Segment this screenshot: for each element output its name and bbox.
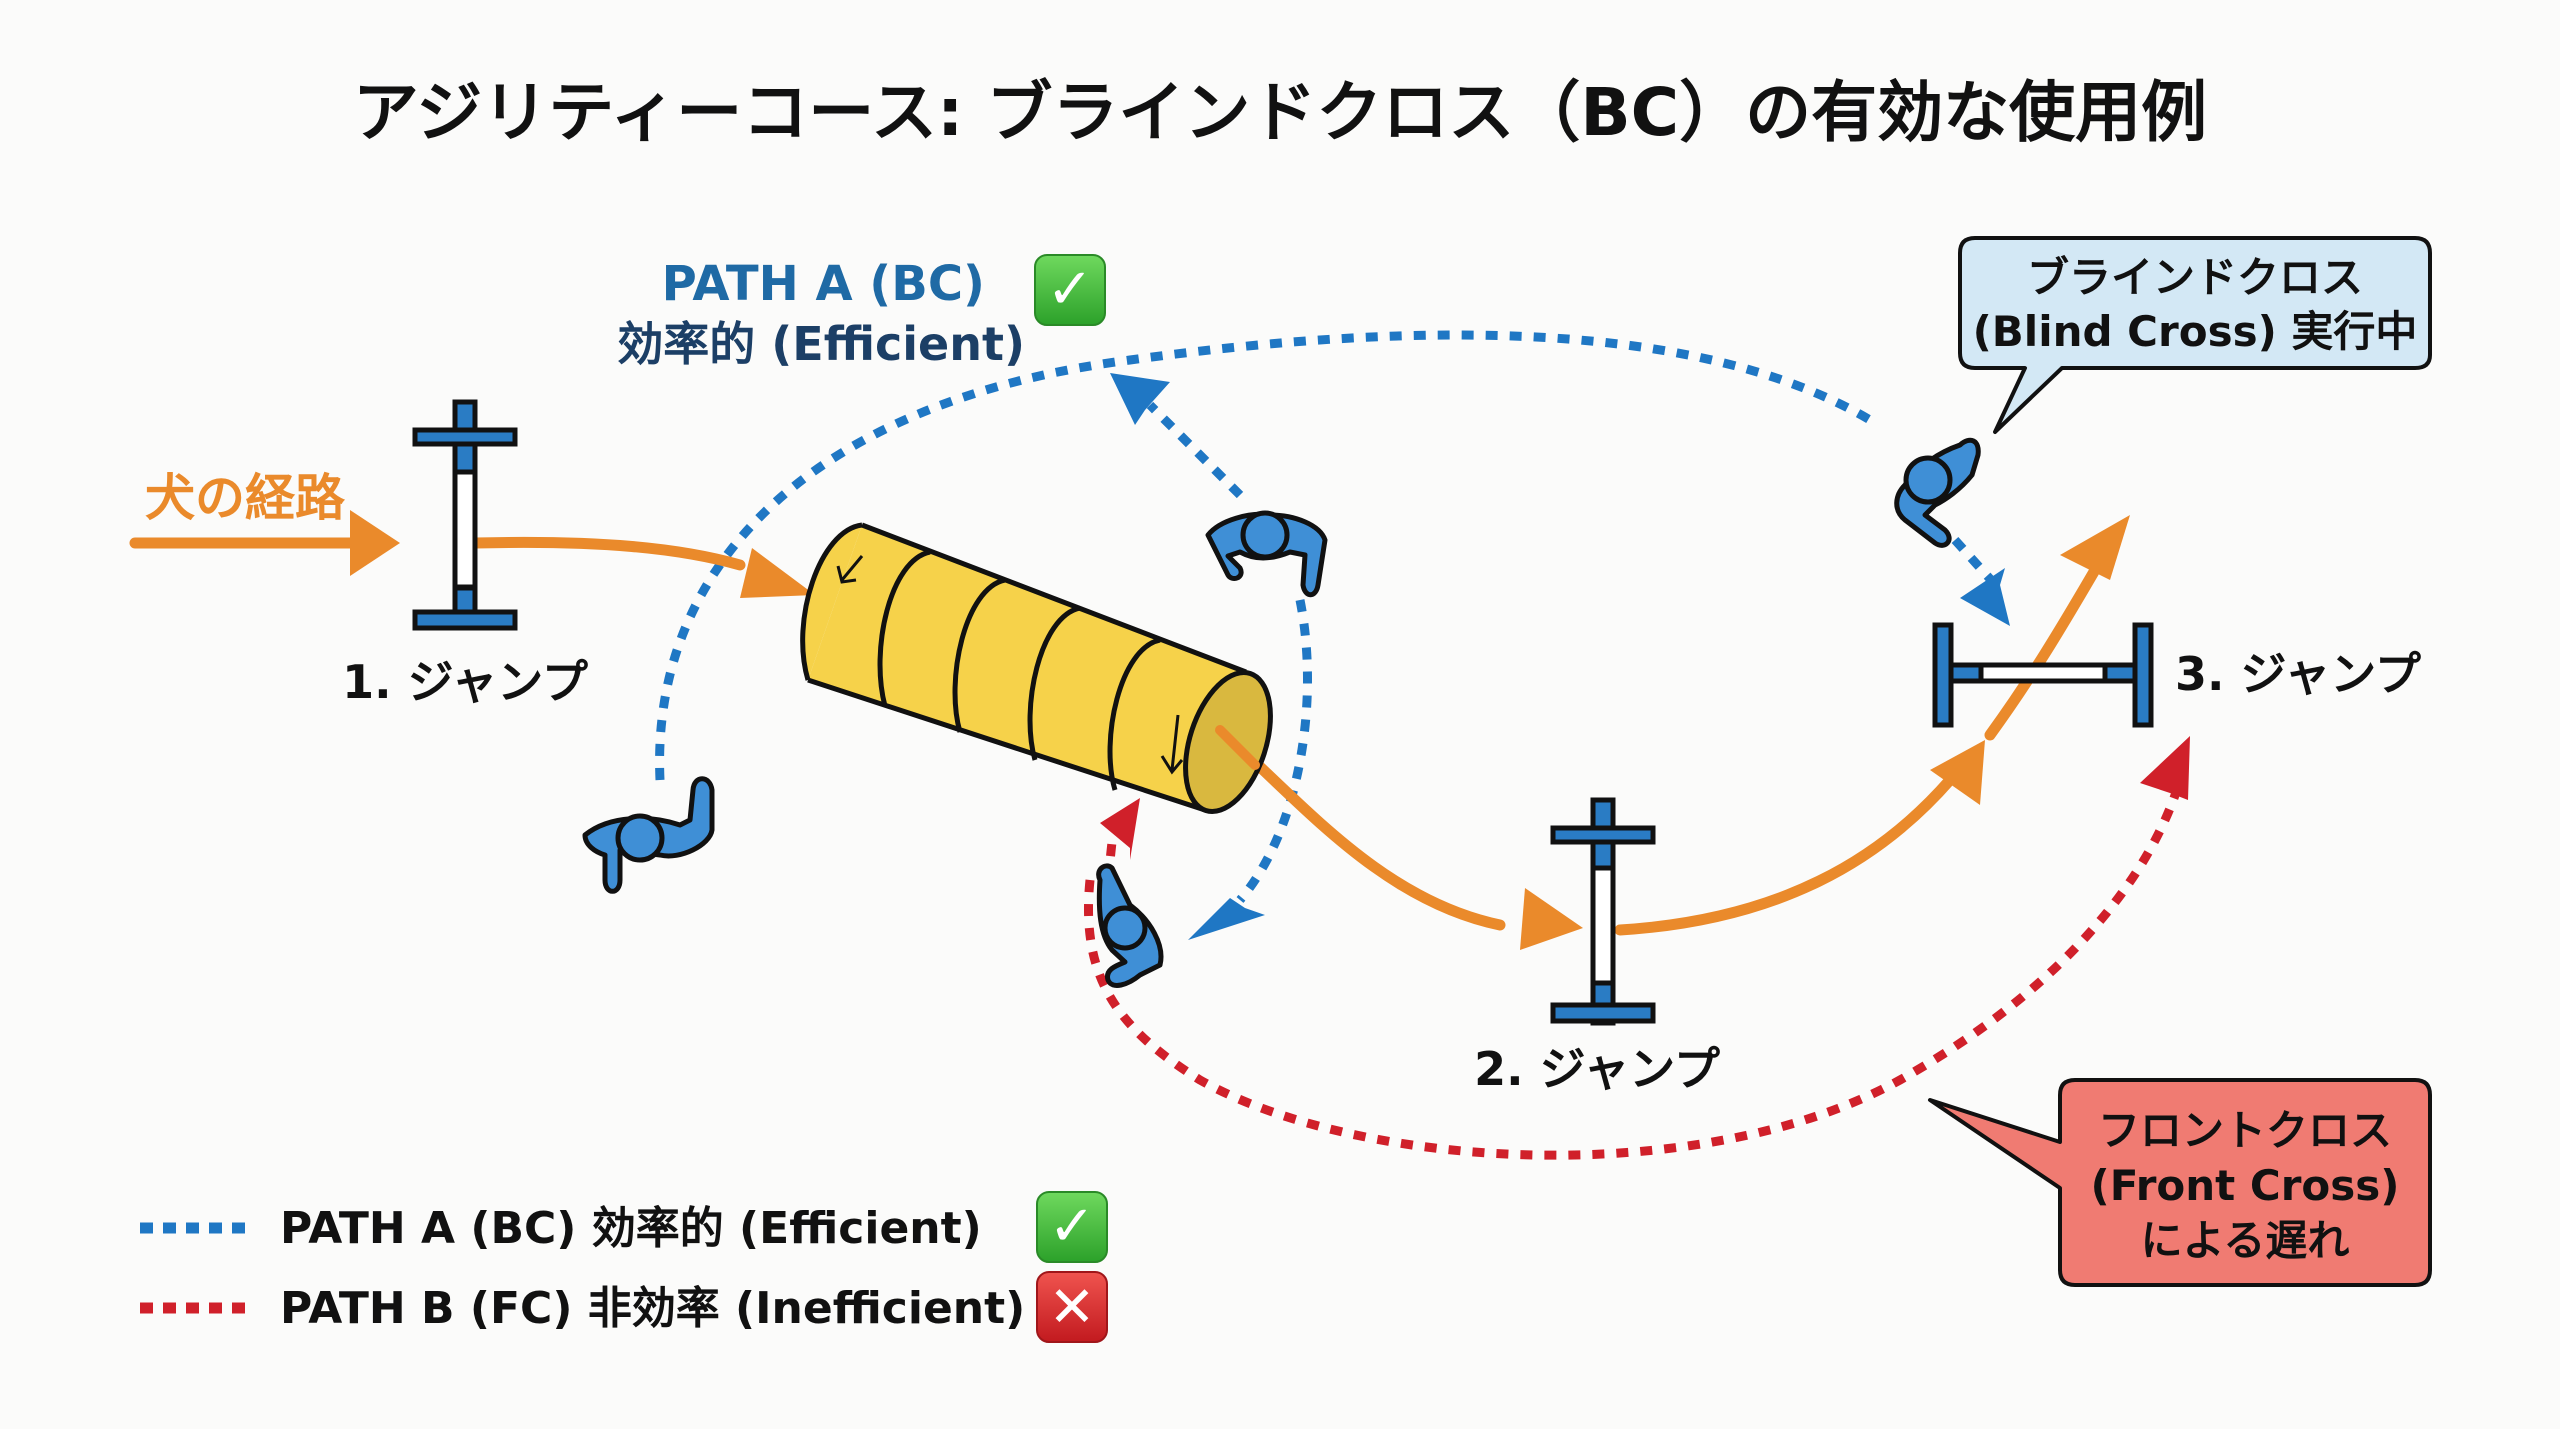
path-a-subtitle: 効率的 (Efficient) xyxy=(617,317,1025,371)
dog-path-through-jump3 xyxy=(1984,564,2101,741)
jump-2-label: 2. ジャンプ xyxy=(1474,1042,1720,1096)
jump-3-label: 3. ジャンプ xyxy=(2175,647,2421,701)
dog-path-arrowhead-tunnel xyxy=(740,548,815,598)
legend-label-path-a: PATH A (BC) 効率的 (Efficient) xyxy=(280,1203,982,1254)
legend-item-path-b: PATH B (FC) 非効率 (Inefficient) ✕ xyxy=(140,1271,1108,1343)
blind-cross-callout: ブラインドクロス (Blind Cross) 実行中 xyxy=(1958,236,2432,434)
path-b-arrowhead-jump3 xyxy=(2140,736,2190,800)
path-b-arrowhead-tunnel xyxy=(1100,798,1140,860)
front-cross-callout-line3: による遅れ xyxy=(2141,1216,2350,1265)
tunnel xyxy=(800,522,1273,814)
dog-path-exit-tunnel xyxy=(1215,725,1260,770)
front-cross-callout-line2: (Front Cross) xyxy=(2091,1161,2400,1210)
dog-path-jump2-to-jump3 xyxy=(1614,774,1956,936)
handler-figure-middle xyxy=(1205,510,1328,598)
dog-path-arrowhead-jump2 xyxy=(1520,888,1583,950)
blind-cross-callout-line1: ブラインドクロス xyxy=(2027,253,2363,302)
path-a-arrowhead-bottom xyxy=(1188,898,1265,940)
handler-figure-lower xyxy=(1096,863,1164,988)
path-a-arrowhead-top xyxy=(1110,373,1170,425)
path-a-arrowhead-jump3 xyxy=(1960,568,2010,626)
path-a-arc-main xyxy=(655,330,1873,781)
jump-3 xyxy=(1932,622,2154,728)
jump-2 xyxy=(1550,797,1656,1026)
check-glyph: ✓ xyxy=(1047,257,1094,322)
path-a-middle-up xyxy=(1146,401,1244,499)
dog-path-label: 犬の経路 xyxy=(145,469,346,527)
path-b-arc xyxy=(1084,778,2185,1160)
dog-path-jump1-to-tunnel xyxy=(469,536,746,571)
jump-1-label: 1. ジャンプ xyxy=(342,655,588,709)
page-title: アジリティーコース: ブラインドクロス（BC）の有効な使用例 xyxy=(353,74,2207,151)
handler-figure-right xyxy=(1894,437,1981,548)
legend-cross-glyph: ✕ xyxy=(1049,1275,1096,1340)
legend: PATH A (BC) 効率的 (Efficient) ✓ PATH B (FC… xyxy=(140,1191,1108,1343)
legend-check-glyph: ✓ xyxy=(1049,1194,1096,1259)
front-cross-callout-line1: フロントクロス xyxy=(2098,1106,2392,1155)
legend-label-path-b: PATH B (FC) 非効率 (Inefficient) xyxy=(280,1283,1025,1334)
path-a-title: PATH A (BC) xyxy=(662,256,985,312)
jump-1 xyxy=(412,399,518,631)
legend-item-path-a: PATH A (BC) 効率的 (Efficient) ✓ xyxy=(140,1191,1108,1263)
dog-path-arrowhead-jump1 xyxy=(350,510,400,576)
check-mark-icon: ✓ xyxy=(1036,1191,1108,1263)
dog-path-arrowhead-exit xyxy=(2060,515,2130,580)
check-mark-icon: ✓ xyxy=(1034,254,1106,326)
front-cross-callout: フロントクロス (Front Cross) による遅れ xyxy=(1928,1078,2432,1287)
cross-mark-icon: ✕ xyxy=(1036,1271,1108,1343)
handler-figure-left xyxy=(582,776,715,894)
blind-cross-callout-line2: (Blind Cross) 実行中 xyxy=(1973,307,2418,356)
dog-path-arrowhead-pre-jump3 xyxy=(1930,740,1985,805)
